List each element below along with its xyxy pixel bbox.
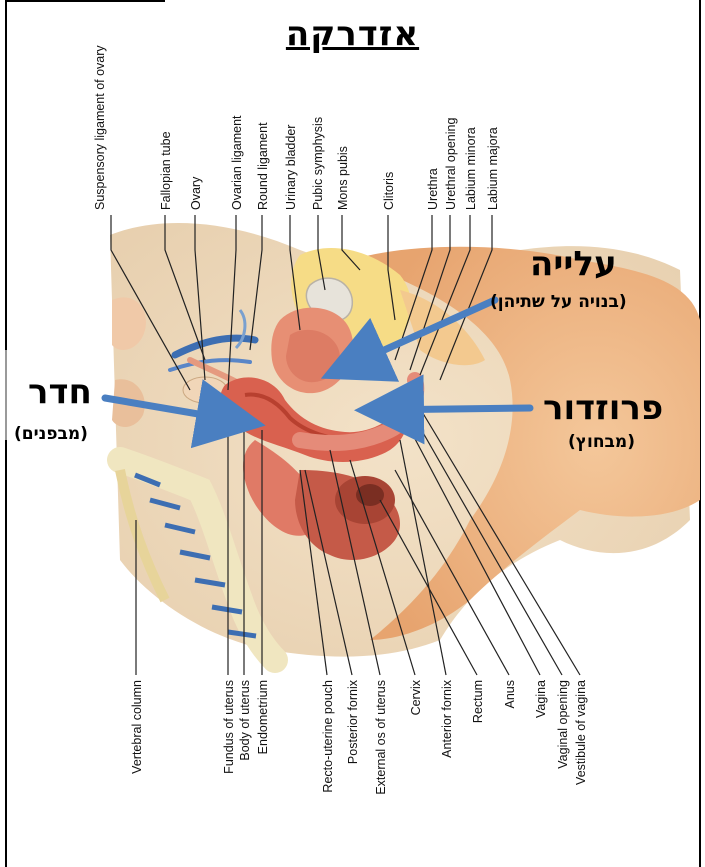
hebrew-label-inner: חדר	[28, 372, 92, 412]
label-ovary: Ovary	[189, 176, 203, 210]
bottom-labels: Vertebral column Fundus of uterus Body o…	[130, 679, 588, 794]
label-anterior-fornix: Anterior fornix	[440, 679, 454, 758]
label-rectum: Rectum	[471, 680, 485, 723]
label-clitoris: Clitoris	[382, 172, 396, 210]
label-labium-majora: Labium majora	[486, 127, 500, 210]
label-labium-minora: Labium minora	[464, 127, 478, 210]
label-suspensory-ligament: Suspensory ligament of ovary	[93, 45, 107, 210]
top-labels: Suspensory ligament of ovary Fallopian t…	[93, 45, 500, 210]
label-anus: Anus	[503, 680, 517, 709]
hebrew-note-inner: (מבפנים)	[14, 424, 88, 444]
label-vagina: Vagina	[534, 680, 548, 718]
label-fallopian-tube: Fallopian tube	[159, 131, 173, 210]
label-mons-pubis: Mons pubis	[336, 146, 350, 210]
label-ovarian-ligament: Ovarian ligament	[230, 115, 244, 210]
label-external-os: External os of uterus	[374, 680, 388, 795]
label-posterior-fornix: Posterior fornix	[346, 679, 360, 764]
label-vaginal-opening: Vaginal opening	[556, 680, 570, 769]
hebrew-note-vestibule: (מבחוץ)	[568, 432, 635, 452]
hebrew-label-upper: עלייה	[530, 244, 617, 284]
hebrew-note-upper: (בנויה על שתיהן)	[490, 292, 627, 312]
label-pubic-symphysis: Pubic symphysis	[311, 117, 325, 210]
label-vestibule-of-vagina: Vestibule of vagina	[574, 680, 588, 785]
label-recto-uterine-pouch: Recto-uterine pouch	[321, 680, 335, 793]
label-cervix: Cervix	[409, 679, 423, 715]
label-fundus-of-uterus: Fundus of uterus	[222, 680, 236, 774]
label-body-of-uterus: Body of uterus	[238, 680, 252, 761]
label-urethral-opening: Urethral opening	[444, 118, 458, 210]
hebrew-label-vestibule: פרוזדור	[543, 388, 663, 428]
label-round-ligament: Round ligament	[256, 122, 270, 210]
label-urethra: Urethra	[426, 168, 440, 210]
label-vertebral-column: Vertebral column	[130, 680, 144, 774]
label-endometrium: Endometrium	[256, 680, 270, 754]
label-urinary-bladder: Urinary bladder	[284, 125, 298, 210]
arrow-to-vestibule	[375, 408, 530, 410]
